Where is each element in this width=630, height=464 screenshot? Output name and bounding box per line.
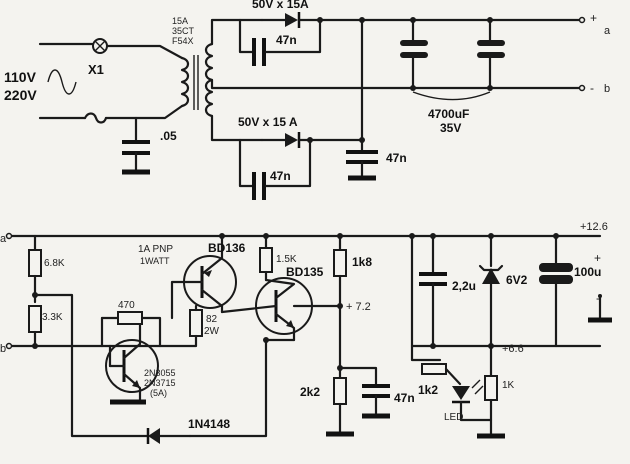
transformer-label-3: F54X bbox=[172, 36, 194, 46]
r-68k-label: 6.8K bbox=[44, 258, 65, 269]
node-66-label: +6.6 bbox=[502, 343, 524, 355]
r-2k2-label: 2k2 bbox=[300, 385, 320, 399]
led-label: LED bbox=[444, 412, 463, 423]
transistor-2n3055-symbol bbox=[105, 316, 159, 402]
pnp-label-2: 1WATT bbox=[140, 256, 170, 266]
power-supply-section: 110V 220V X1 15A 35CT F54X 50V x 15A 47n… bbox=[4, 0, 611, 200]
zener-6v2-label: 6V2 bbox=[506, 273, 528, 287]
out-minus-label: - bbox=[596, 291, 600, 305]
lamp-x1-symbol bbox=[92, 38, 108, 54]
out-plus-label: + bbox=[594, 251, 601, 265]
cap-bottom-label: 47n bbox=[270, 169, 291, 183]
r-1k-label: 1K bbox=[502, 380, 515, 391]
electrolytic-caps-symbol bbox=[400, 18, 505, 101]
transformer-symbol bbox=[180, 42, 214, 118]
cap-top-label: 47n bbox=[276, 33, 297, 47]
cap-47n-label: 47n bbox=[394, 391, 415, 405]
diode-1n4148-symbol bbox=[146, 428, 160, 444]
diode-top-label: 50V x 15A bbox=[252, 0, 309, 11]
electrolytic-label-2: 35V bbox=[440, 121, 461, 135]
diode-bottom-label: 50V x 15 A bbox=[238, 115, 298, 129]
transistor-main-1: 2N3055 bbox=[144, 368, 176, 378]
node-72-label: + 7.2 bbox=[346, 301, 371, 313]
regulator-section: a b +12.6 6.8K 3.3K 470 2N3055 2N3715 (5… bbox=[0, 221, 612, 444]
r-33k-label: 3.3K bbox=[42, 312, 63, 323]
fuse-symbol bbox=[83, 112, 108, 124]
input-b-label: b bbox=[0, 343, 6, 355]
r-1k8-label: 1k8 bbox=[352, 255, 372, 269]
pnp-label-1: 1A PNP bbox=[138, 244, 173, 255]
transformer-label-1: 15A bbox=[172, 16, 188, 26]
mains-voltage-2: 220V bbox=[4, 87, 37, 103]
lamp-label: X1 bbox=[88, 62, 104, 77]
mains-voltage-1: 110V bbox=[4, 69, 37, 85]
terminal-plus: + bbox=[590, 11, 597, 25]
out-voltage-top: +12.6 bbox=[580, 221, 608, 233]
input-a-label: a bbox=[0, 233, 7, 245]
r-1k2-label: 1k2 bbox=[418, 383, 438, 397]
terminal-a: a bbox=[604, 25, 611, 37]
bd136-label: BD136 bbox=[208, 241, 246, 255]
transistor-main-3: (5A) bbox=[150, 388, 167, 398]
r-82-power: 2W bbox=[204, 326, 220, 337]
electrolytic-label-1: 4700uF bbox=[428, 107, 469, 121]
transistor-main-2: 2N3715 bbox=[144, 378, 176, 388]
transformer-label-2: 35CT bbox=[172, 26, 195, 36]
r-470-label: 470 bbox=[118, 300, 135, 311]
diode-1n4148-label: 1N4148 bbox=[188, 417, 230, 431]
r-82-label: 82 bbox=[206, 314, 218, 325]
cap-mains-label: .05 bbox=[160, 129, 177, 143]
bd135-label: BD135 bbox=[286, 265, 324, 279]
cap-22u-label: 2,2u bbox=[452, 279, 476, 293]
zener-6v2-symbol bbox=[478, 264, 504, 284]
r-15k-label: 1.5K bbox=[276, 254, 297, 265]
terminal-minus: - bbox=[590, 81, 594, 95]
cap-100u-label: 100u bbox=[574, 265, 601, 279]
ac-source-icon bbox=[47, 69, 77, 95]
diode-bottom-symbol bbox=[285, 132, 301, 148]
cap-filter-label: 47n bbox=[386, 151, 407, 165]
led-symbol bbox=[452, 379, 484, 404]
diode-top-symbol bbox=[285, 12, 301, 28]
terminal-b: b bbox=[604, 83, 610, 95]
